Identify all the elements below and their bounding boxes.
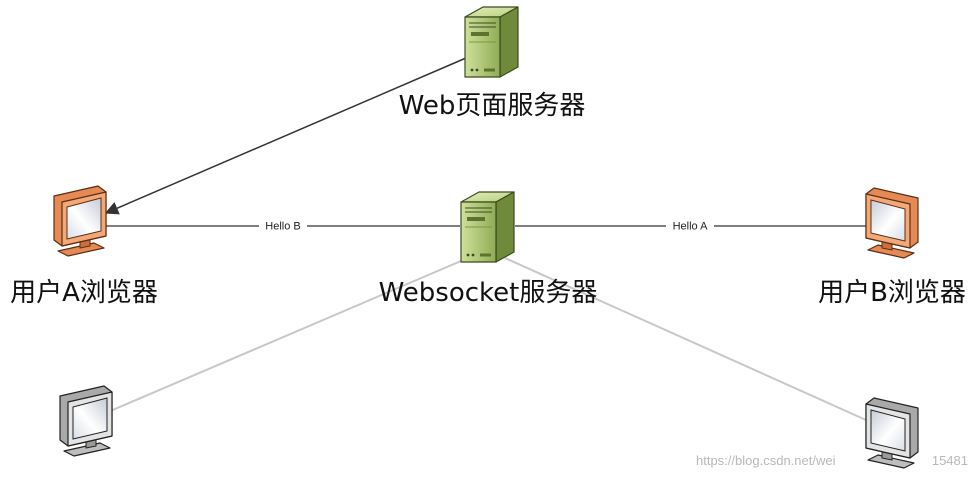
node-websocket-server: Websocket服务器 — [379, 191, 598, 308]
server-icon — [460, 191, 515, 263]
node-client-right — [865, 397, 919, 469]
edge-label-background — [666, 219, 714, 233]
watermark-left: https://blog.csdn.net/wei — [696, 453, 836, 468]
monitor-icon — [865, 397, 919, 469]
node-label-web-server: Web页面服务器 — [399, 91, 586, 121]
monitor-icon — [59, 385, 113, 457]
node-web-server: Web页面服务器 — [399, 6, 586, 121]
edge-label-hello-b: Hello B — [265, 221, 300, 233]
edge-label-hello-a: Hello A — [673, 221, 709, 233]
node-client-left — [59, 385, 113, 457]
edge-label-background — [259, 219, 307, 233]
node-label-websocket-server: Websocket服务器 — [379, 278, 598, 308]
node-user-b: 用户B浏览器 — [818, 187, 966, 308]
node-user-a: 用户A浏览器 — [10, 185, 158, 308]
node-label-user-b: 用户B浏览器 — [818, 278, 966, 308]
edge-websocket-to-client-left — [107, 257, 469, 413]
node-label-user-a: 用户A浏览器 — [10, 278, 158, 308]
edge-web-server-to-user-a — [104, 57, 467, 215]
monitor-icon — [865, 187, 919, 259]
server-icon — [464, 6, 519, 78]
edge-websocket-to-client-right — [504, 257, 867, 421]
watermark-right: 15481 — [932, 453, 968, 468]
monitor-icon — [53, 185, 107, 257]
